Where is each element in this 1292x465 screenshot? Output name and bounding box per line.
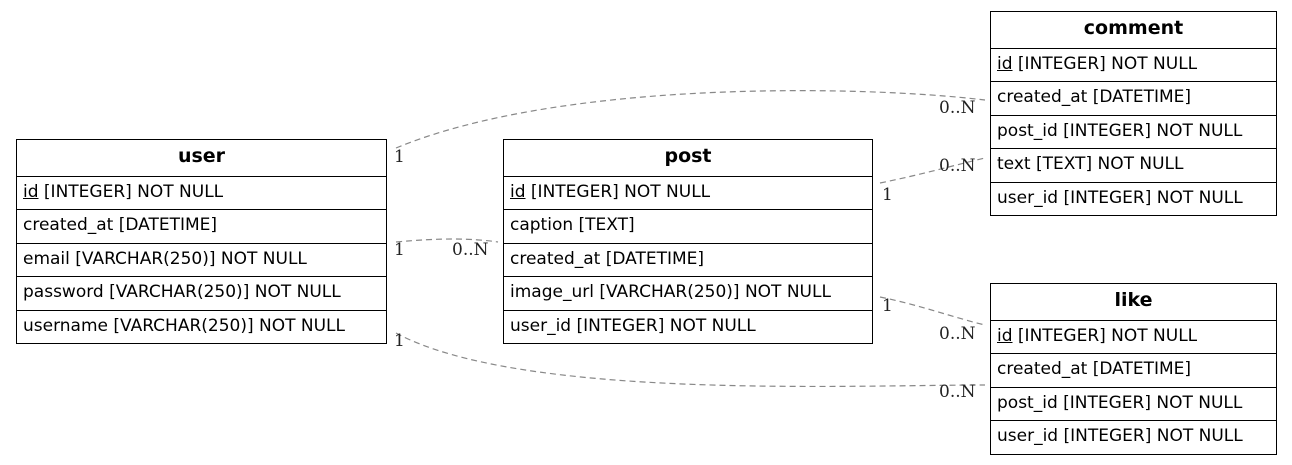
entity-title: user bbox=[17, 140, 386, 177]
field-row: user_id [INTEGER] NOT NULL bbox=[510, 315, 756, 336]
primary-key: id bbox=[23, 182, 39, 202]
field-row: created_at [DATETIME] bbox=[504, 244, 872, 278]
card-post-like-to: 0..N bbox=[939, 324, 976, 344]
entity-comment: comment id [INTEGER] NOT NULL created_at… bbox=[990, 11, 1277, 216]
field-row: id [INTEGER] NOT NULL bbox=[504, 177, 872, 211]
field-type: [INTEGER] NOT NULL bbox=[525, 182, 711, 202]
field-row: text [TEXT] NOT NULL bbox=[991, 149, 1276, 183]
field-row: email [VARCHAR(250)] NOT NULL bbox=[17, 244, 386, 278]
card-user-post-to: 0..N bbox=[452, 240, 489, 260]
link-user-comment bbox=[395, 90, 986, 149]
field-type: [INTEGER] NOT NULL bbox=[1012, 54, 1198, 74]
card-user-comment-to: 0..N bbox=[939, 98, 976, 118]
primary-key: id bbox=[997, 326, 1013, 346]
card-post-comment-from: 1 bbox=[882, 185, 893, 205]
field-type: [INTEGER] NOT NULL bbox=[38, 182, 224, 202]
field-row: id [INTEGER] NOT NULL bbox=[991, 49, 1276, 83]
primary-key: id bbox=[510, 182, 526, 202]
field-type: [INTEGER] NOT NULL bbox=[1012, 326, 1198, 346]
card-user-comment-from: 1 bbox=[394, 147, 405, 167]
entity-title: comment bbox=[991, 12, 1276, 49]
card-post-comment-to: 0..N bbox=[939, 156, 976, 176]
field-row: caption [TEXT] bbox=[504, 210, 872, 244]
field-row: post_id [INTEGER] NOT NULL bbox=[991, 116, 1276, 150]
field-row: post_id [INTEGER] NOT NULL bbox=[991, 388, 1276, 422]
field-row: created_at [DATETIME] bbox=[17, 210, 386, 244]
entity-post: post id [INTEGER] NOT NULL caption [TEXT… bbox=[503, 139, 873, 344]
card-user-like-from: 1 bbox=[394, 331, 405, 351]
entity-user: user id [INTEGER] NOT NULL created_at [D… bbox=[16, 139, 387, 344]
field-row: created_at [DATETIME] bbox=[991, 354, 1276, 388]
entity-title: like bbox=[991, 284, 1276, 321]
entity-title: post bbox=[504, 140, 872, 177]
field-row: created_at [DATETIME] bbox=[991, 82, 1276, 116]
field-row: id [INTEGER] NOT NULL bbox=[991, 321, 1276, 355]
link-post-comment bbox=[879, 157, 986, 184]
card-user-post-from: 1 bbox=[394, 240, 405, 260]
primary-key: id bbox=[997, 54, 1013, 74]
field-row: user_id [INTEGER] NOT NULL bbox=[997, 426, 1243, 447]
field-row: username [VARCHAR(250)] NOT NULL bbox=[23, 315, 345, 336]
entity-like: like id [INTEGER] NOT NULL created_at [D… bbox=[990, 283, 1277, 455]
field-row: password [VARCHAR(250)] NOT NULL bbox=[17, 277, 386, 311]
card-post-like-from: 1 bbox=[882, 296, 893, 316]
link-user-post bbox=[395, 238, 499, 243]
card-user-like-to: 0..N bbox=[939, 382, 976, 402]
field-row: id [INTEGER] NOT NULL bbox=[17, 177, 386, 211]
link-post-like bbox=[879, 296, 986, 326]
field-row: image_url [VARCHAR(250)] NOT NULL bbox=[504, 277, 872, 311]
field-row: user_id [INTEGER] NOT NULL bbox=[997, 187, 1243, 208]
